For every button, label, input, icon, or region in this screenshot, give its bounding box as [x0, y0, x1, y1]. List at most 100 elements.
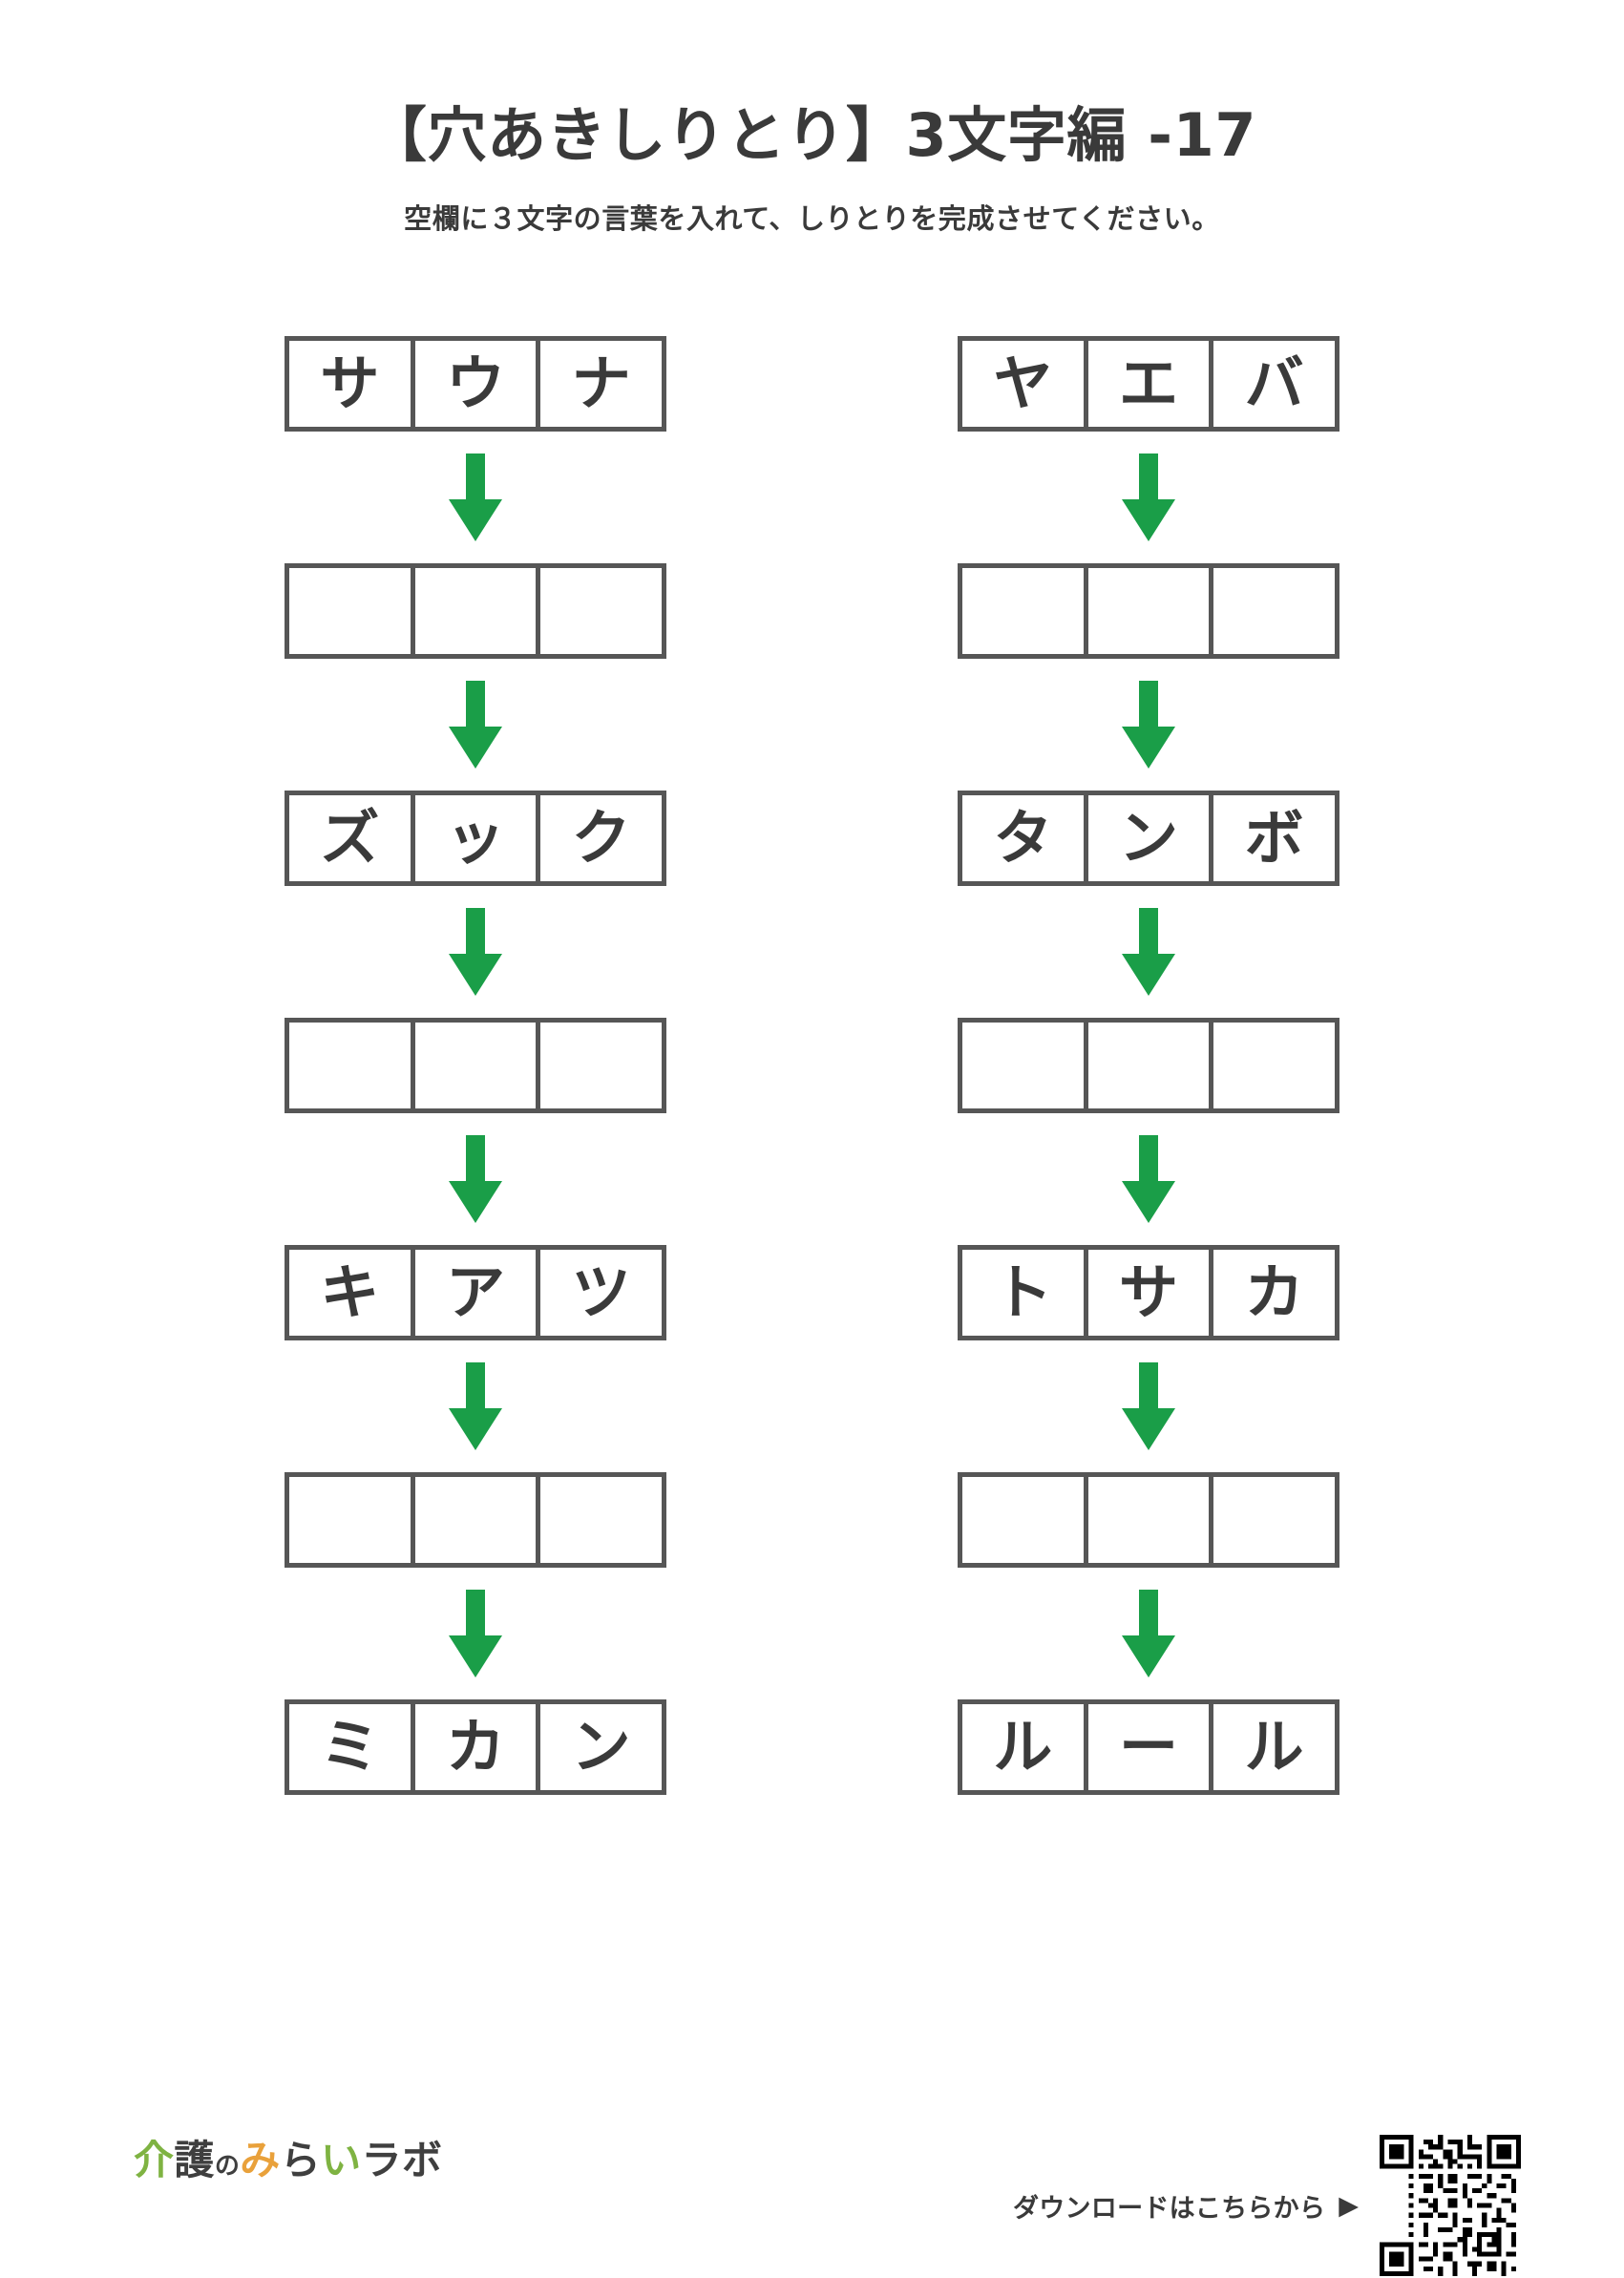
down-arrow-icon [1122, 681, 1175, 769]
answer-cell[interactable] [289, 1023, 415, 1108]
answer-cell[interactable] [1088, 568, 1214, 654]
answer-cell[interactable] [1213, 568, 1335, 654]
arrow-slot [449, 1340, 502, 1472]
answer-cell[interactable] [415, 1023, 541, 1108]
answer-cell[interactable] [540, 1023, 662, 1108]
answer-cell[interactable] [1088, 1023, 1214, 1108]
answer-cell[interactable] [1088, 1477, 1214, 1563]
character-cell: キ [289, 1250, 415, 1336]
word-row-blank[interactable] [958, 563, 1339, 659]
down-arrow-icon [449, 1362, 502, 1450]
answer-cell[interactable] [962, 1477, 1088, 1563]
word-row-filled: ミカン [285, 1699, 666, 1795]
word-row-blank[interactable] [958, 1472, 1339, 1568]
shiritori-chain-right: ヤエバタンボトサカルール [958, 336, 1339, 1795]
character-cell: ヤ [962, 341, 1088, 427]
character-cell: ア [415, 1250, 541, 1336]
down-arrow-icon [1122, 453, 1175, 541]
answer-cell[interactable] [540, 568, 662, 654]
character-cell: バ [1244, 348, 1304, 418]
page-subtitle: 空欄に３文字の言葉を入れて、しりとりを完成させてください。 [404, 202, 1220, 236]
arrow-slot [449, 1113, 502, 1245]
answer-cell[interactable] [1213, 1023, 1335, 1108]
arrow-slot [449, 659, 502, 791]
page-title: 【穴あきしりとり】3文字編 -17 [367, 100, 1257, 170]
word-row-blank[interactable] [285, 563, 666, 659]
arrow-slot [449, 432, 502, 563]
character-cell: サ [289, 341, 415, 427]
arrow-slot [1122, 432, 1175, 563]
play-triangle-icon: ▶ [1339, 2190, 1359, 2221]
word-row-filled: キアツ [285, 1245, 666, 1340]
word-row-blank[interactable] [285, 1472, 666, 1568]
puzzle-area: サウナズックキアツミカン ヤエバタンボトサカルール [0, 336, 1624, 2016]
brand-logo-char: い [321, 2137, 362, 2183]
brand-logo-char: み [240, 2137, 281, 2183]
answer-cell[interactable] [289, 568, 415, 654]
brand-logo-char: ら [280, 2137, 322, 2183]
arrow-slot [1122, 1113, 1175, 1245]
character-cell: ウ [415, 341, 541, 427]
word-row-blank[interactable] [285, 1018, 666, 1113]
arrow-slot [1122, 1568, 1175, 1699]
down-arrow-icon [1122, 1362, 1175, 1450]
word-row-filled: サウナ [285, 336, 666, 432]
word-row-filled: ヤエバ [958, 336, 1339, 432]
brand-logo-char: ラ [361, 2137, 402, 2183]
down-arrow-icon [449, 1135, 502, 1223]
download-cta[interactable]: ダウンロードはこちらから ▶ [1013, 2135, 1521, 2276]
word-row-filled: ズック [285, 791, 666, 886]
character-cell: カ [1244, 1257, 1304, 1327]
brand-logo-char: 介 [134, 2137, 175, 2183]
down-arrow-icon [449, 681, 502, 769]
brand-logo-char: 護 [174, 2137, 215, 2183]
character-cell: ズ [289, 795, 415, 881]
page-header: 【穴あきしりとり】3文字編 -17 空欄に３文字の言葉を入れて、しりとりを完成さ… [0, 100, 1624, 237]
character-cell: ッ [415, 795, 541, 881]
shiritori-chain-left: サウナズックキアツミカン [285, 336, 666, 1795]
answer-cell[interactable] [540, 1477, 662, 1563]
answer-cell[interactable] [289, 1477, 415, 1563]
brand-logo-char: ボ [401, 2137, 443, 2183]
character-cell: ツ [571, 1257, 631, 1327]
answer-cell[interactable] [415, 568, 541, 654]
down-arrow-icon [449, 453, 502, 541]
arrow-slot [1122, 886, 1175, 1018]
character-cell: タ [962, 795, 1088, 881]
down-arrow-icon [1122, 908, 1175, 996]
character-cell: エ [1088, 341, 1214, 427]
answer-cell[interactable] [962, 1023, 1088, 1108]
page-footer: 介護のみらいラボ ダウンロードはこちらから ▶ [0, 2091, 1624, 2278]
character-cell: ナ [571, 348, 631, 418]
answer-cell[interactable] [1213, 1477, 1335, 1563]
answer-cell[interactable] [415, 1477, 541, 1563]
word-row-filled: トサカ [958, 1245, 1339, 1340]
character-cell: ミ [289, 1704, 415, 1790]
word-row-blank[interactable] [958, 1018, 1339, 1113]
character-cell: ボ [1244, 803, 1304, 873]
download-label: ダウンロードはこちらから [1012, 2193, 1326, 2224]
arrow-slot [1122, 659, 1175, 791]
character-cell: ル [1244, 1712, 1304, 1782]
arrow-slot [1122, 1340, 1175, 1472]
answer-cell[interactable] [962, 568, 1088, 654]
character-cell: ン [571, 1712, 631, 1782]
character-cell: カ [415, 1704, 541, 1790]
character-cell: ン [1088, 795, 1214, 881]
arrow-slot [449, 1568, 502, 1699]
character-cell: サ [1088, 1250, 1214, 1336]
character-cell: ク [571, 803, 631, 873]
brand-logo: 介護のみらいラボ [134, 2141, 442, 2181]
down-arrow-icon [1122, 1135, 1175, 1223]
puzzle-column-right: ヤエバタンボトサカルール [958, 336, 1339, 1795]
down-arrow-icon [449, 908, 502, 996]
down-arrow-icon [1122, 1590, 1175, 1677]
word-row-filled: タンボ [958, 791, 1339, 886]
puzzle-column-left: サウナズックキアツミカン [285, 336, 666, 1795]
character-cell: ト [962, 1250, 1088, 1336]
qr-code-icon[interactable] [1380, 2135, 1521, 2276]
character-cell: ル [962, 1704, 1088, 1790]
down-arrow-icon [449, 1590, 502, 1677]
character-cell: ー [1088, 1704, 1214, 1790]
